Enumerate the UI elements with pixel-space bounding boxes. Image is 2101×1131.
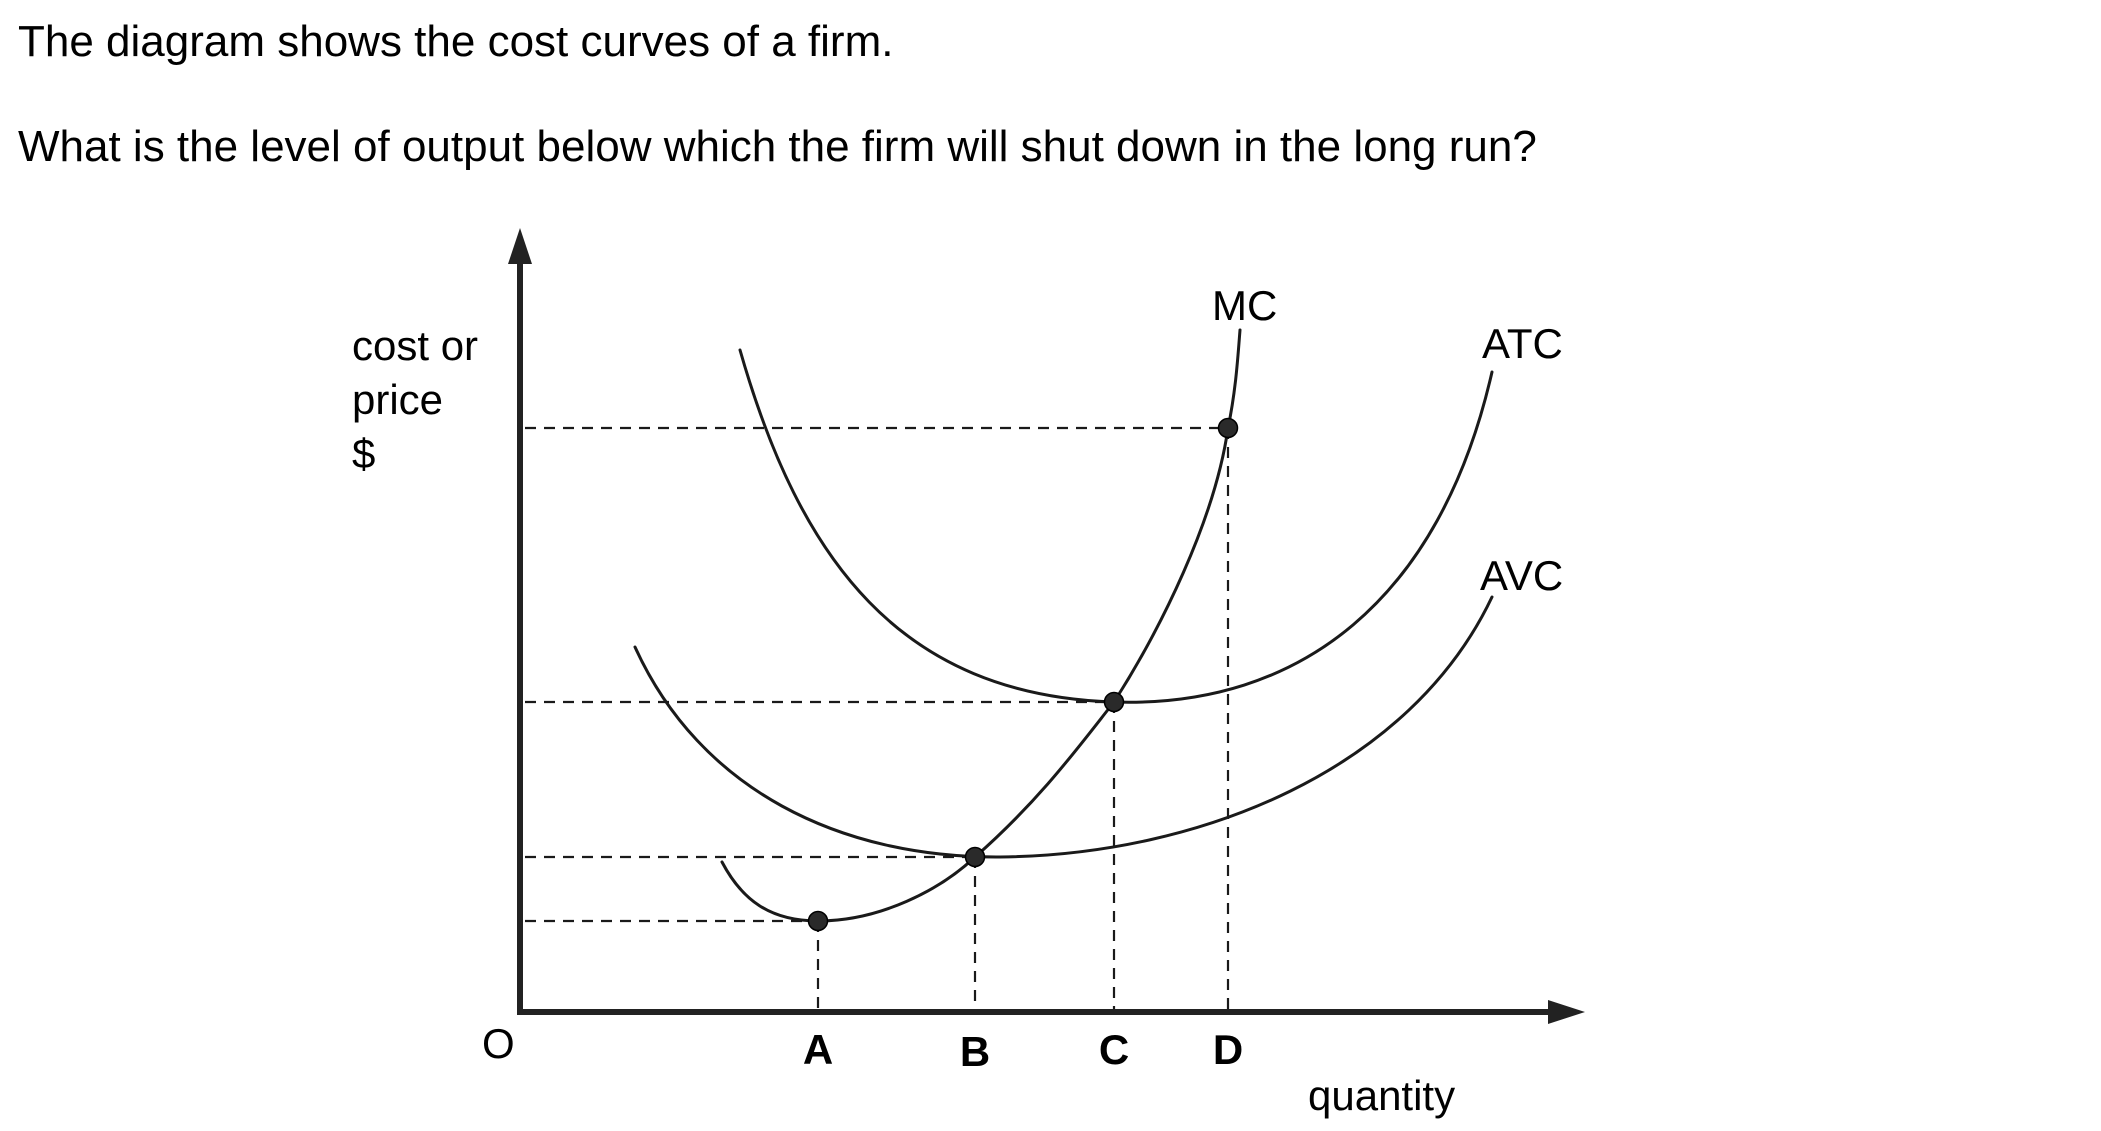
- axes: [508, 228, 1585, 1024]
- quantity-label-d: D: [1213, 1026, 1243, 1073]
- curves: [633, 328, 1494, 923]
- avc-curve-label: AVC: [1480, 552, 1563, 599]
- quantity-label-c: C: [1099, 1026, 1129, 1073]
- quantity-label-a: A: [803, 1026, 833, 1073]
- point-avc-minimum: [964, 846, 986, 868]
- point-atc-minimum: [1103, 691, 1125, 713]
- y-axis-label-line1: cost or: [352, 322, 478, 369]
- mc-curve-label: MC: [1212, 282, 1277, 329]
- question-prompt: What is the level of output below which …: [18, 122, 1537, 171]
- quantity-label-b: B: [960, 1028, 990, 1075]
- x-axis-label: quantity: [1308, 1072, 1455, 1119]
- question-intro: The diagram shows the cost curves of a f…: [18, 17, 894, 66]
- x-axis-arrowhead: [1548, 1000, 1585, 1024]
- origin-label: O: [482, 1020, 515, 1067]
- y-axis-label-line2: price: [352, 376, 443, 423]
- mc-curve: [720, 328, 1242, 923]
- atc-curve: [738, 348, 1494, 704]
- atc-curve-label: ATC: [1482, 320, 1563, 367]
- y-axis-label-line3: $: [352, 430, 375, 477]
- intersection-points: [807, 417, 1239, 932]
- guide-lines: [525, 426, 1230, 1012]
- y-axis-arrowhead: [508, 228, 532, 264]
- avc-curve: [633, 595, 1494, 859]
- point-mc-high: [1217, 417, 1239, 439]
- point-mc-minimum: [807, 910, 829, 932]
